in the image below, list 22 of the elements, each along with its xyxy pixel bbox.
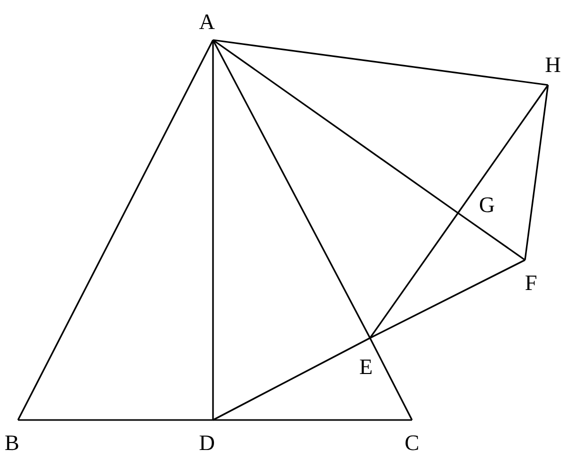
line-segment (369, 212, 459, 338)
line-segment (212, 40, 371, 338)
line-segment (18, 419, 213, 421)
point-label: B (4, 432, 20, 454)
point-label: G (479, 194, 495, 216)
line-segment (369, 338, 413, 420)
point-label: D (199, 432, 215, 454)
line-segment (212, 39, 458, 214)
line-segment (212, 40, 214, 420)
line-segment (213, 419, 412, 421)
line-segment (457, 84, 549, 214)
line-segment (17, 40, 214, 420)
point-label: C (404, 432, 420, 454)
line-segment (458, 212, 526, 261)
point-label: H (545, 54, 561, 76)
point-label: A (199, 11, 215, 33)
point-label: E (359, 356, 373, 378)
line-segment (524, 84, 549, 260)
point-label: F (524, 272, 538, 294)
line-segment (212, 39, 548, 86)
line-segment (212, 337, 370, 421)
line-segment (370, 259, 526, 339)
